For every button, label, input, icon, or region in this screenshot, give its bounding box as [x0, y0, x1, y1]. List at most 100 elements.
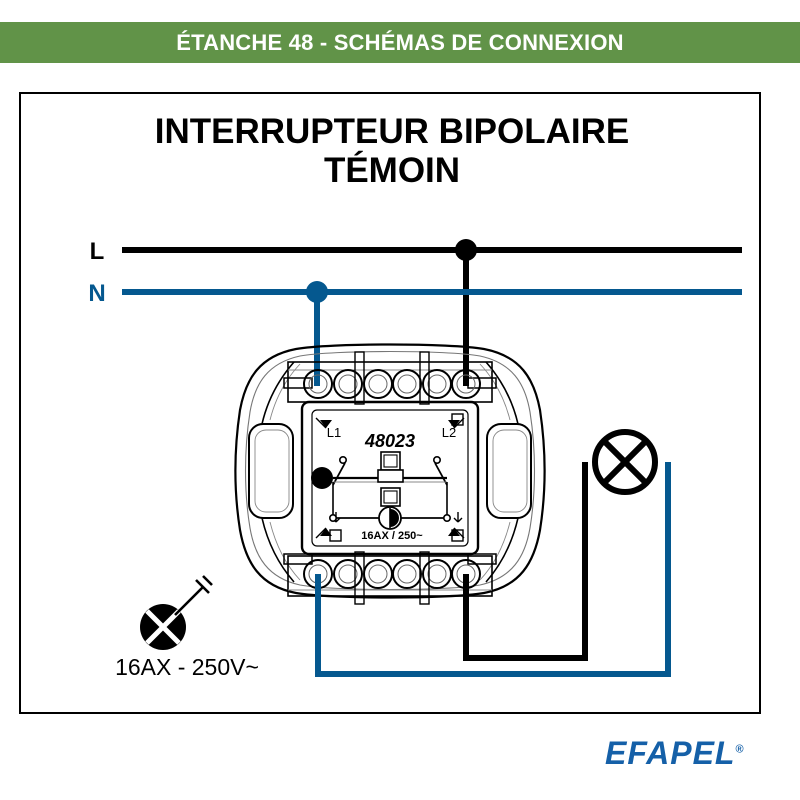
terminal-block-bottom-frame — [287, 555, 493, 597]
faceplate-arrow-tr — [448, 420, 460, 428]
page-title-line-1: INTERRUPTEUR BIPOLAIRE — [154, 112, 630, 151]
device-label-L2: L2 — [442, 425, 456, 440]
left-wing-lobe — [248, 423, 294, 519]
label-N: N — [88, 280, 105, 307]
pole-right-contact-top — [432, 455, 441, 464]
terminal-block-bottom — [287, 551, 493, 605]
terminal-hole-top-2-inner — [338, 374, 358, 394]
actuator-box-bottom — [380, 487, 401, 507]
load-neutral-wire — [315, 462, 671, 677]
faceplate-arrow-bl — [320, 528, 332, 536]
actuator-box-bottom-inner — [383, 490, 398, 504]
terminal-hole-top-1 — [303, 369, 333, 399]
terminal-hole-top-3 — [363, 369, 393, 399]
efapel-logo: EFAPEL® — [605, 735, 745, 772]
faceplate-outer — [300, 400, 480, 556]
pilot-lamp-fill — [390, 509, 399, 527]
legend-lamp-cross-2 — [145, 609, 181, 645]
right-clip-bottom — [467, 553, 497, 565]
right-wing-arc-top — [485, 361, 519, 425]
internal-schematic — [311, 451, 451, 530]
left-wing-arc-top-2 — [269, 363, 301, 421]
left-wing-arc-top — [261, 361, 295, 425]
right-wing-lobe-inner — [492, 429, 528, 513]
efapel-logo-text: EFAPEL — [605, 735, 736, 771]
device-model-number: 48023 — [364, 431, 415, 451]
label-L: L — [90, 238, 105, 265]
legend-lamp-stem — [174, 586, 204, 616]
legend-rating-text: 16AX - 250V~ — [115, 654, 259, 680]
terminal-hole-bottom-3 — [363, 559, 393, 589]
load-lamp-symbol — [592, 429, 658, 495]
device-outer-shell-inner — [244, 350, 536, 591]
load-line-wire — [463, 462, 588, 661]
device-right-wing — [467, 361, 532, 583]
terminal-hole-bottom-3-inner — [368, 564, 388, 584]
line-wire-group — [122, 239, 742, 386]
actuator-box-top-inner — [383, 454, 398, 468]
legend-lamp-flag-2 — [202, 575, 213, 586]
faceplate-arrow-tl — [320, 420, 332, 428]
terminal-hole-bottom-4 — [392, 559, 422, 589]
pole-left-blade — [332, 462, 346, 486]
page-title-line-2: TÉMOIN — [323, 151, 461, 191]
device-outer-shell — [234, 343, 546, 599]
faceplate-square-tr — [451, 413, 464, 426]
pole-left-contact-top — [338, 455, 347, 464]
load-neutral-path — [315, 462, 671, 677]
load-lamp-cross-2 — [601, 438, 649, 486]
terminal-hole-bottom-4-inner — [397, 564, 417, 584]
lamp-branch-node-left — [328, 513, 337, 522]
terminal-screw-top-a — [354, 351, 365, 405]
switch-device — [234, 343, 546, 605]
terminal-hole-bottom-5-inner — [427, 564, 447, 584]
left-wing-lobe-inner — [254, 429, 290, 513]
registered-trademark-icon: ® — [735, 743, 745, 756]
page-title: INTERRUPTEUR BIPOLAIRE TÉMOIN — [21, 112, 763, 190]
page-header-banner: ÉTANCHE 48 - SCHÉMAS DE CONNEXION — [0, 22, 800, 63]
device-rating-label: 16AX / 250~ — [361, 530, 423, 542]
pole-right-blade — [434, 462, 448, 486]
orientation-arrow-right — [453, 512, 463, 523]
terminal-screw-bottom-a — [354, 551, 365, 605]
terminal-hole-bottom-5 — [422, 559, 452, 589]
lamp-branch-node-right — [442, 513, 451, 522]
terminal-hole-top-6 — [451, 369, 481, 399]
right-wing-lobe — [486, 423, 532, 519]
right-wing-arc-bottom-2 — [479, 521, 511, 581]
left-clip-bottom — [283, 553, 313, 565]
left-wing-arc-bottom — [261, 517, 295, 583]
actuator-center-block — [377, 469, 404, 483]
right-clip-top — [467, 377, 497, 389]
faceplate-arrow-br — [448, 528, 460, 536]
faceplate-square-br — [451, 529, 464, 542]
left-wing-arc-bottom-2 — [269, 521, 301, 581]
terminal-screw-top-b — [419, 351, 430, 405]
terminal-hole-top-2 — [333, 369, 363, 399]
right-wing-arc-bottom — [485, 517, 519, 583]
diagram-frame: INTERRUPTEUR BIPOLAIRE TÉMOIN — [19, 92, 761, 714]
terminal-screw-bottom-b — [419, 551, 430, 605]
banner-title: ÉTANCHE 48 - SCHÉMAS DE CONNEXION — [176, 29, 624, 55]
device-label-L1: L1 — [327, 425, 341, 440]
right-wing-arc-top-2 — [479, 363, 511, 421]
legend-lamp-flag-1 — [195, 579, 210, 594]
line-junction-dot — [455, 239, 477, 261]
device-faceplate — [300, 400, 480, 556]
legend-group: 16AX - 250V~ — [115, 575, 259, 680]
left-clip-top — [283, 377, 313, 389]
faceplate-corner-bevels — [315, 417, 465, 539]
terminal-hole-top-5 — [422, 369, 452, 399]
terminal-hole-top-4 — [392, 369, 422, 399]
faceplate-square-bl — [329, 529, 342, 542]
terminal-hole-bottom-2-inner — [338, 564, 358, 584]
neutral-junction-dot — [306, 281, 328, 303]
terminal-block-top — [287, 351, 493, 405]
terminal-hole-bottom-2 — [333, 559, 363, 589]
device-left-wing — [248, 361, 313, 583]
terminal-hole-top-3-inner — [368, 374, 388, 394]
terminal-hole-top-4-inner — [397, 374, 417, 394]
terminal-marker-dot — [311, 467, 333, 489]
terminal-hole-top-6-inner — [456, 374, 476, 394]
